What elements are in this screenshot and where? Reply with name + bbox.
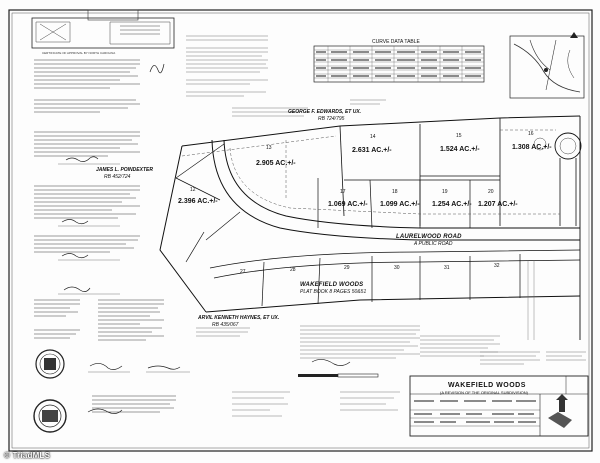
south-owner-rb: RB 435/067: [212, 322, 239, 328]
curve-table-title: CURVE DATA TABLE: [372, 39, 420, 45]
certificate-heading: CERTIFICATE OF APPROVAL BY NORTH CAROLIN…: [42, 51, 116, 55]
north-owner-rb: RB 724/795: [318, 116, 345, 122]
notary-seals: [33, 349, 67, 433]
lot-number: 32: [494, 263, 500, 269]
lot-number: 28: [290, 267, 296, 273]
lot-number: 17: [340, 189, 346, 195]
acreage-lot-16: 1.308 AC.+/-: [512, 144, 552, 151]
watermark: © TriadMLS: [4, 451, 51, 460]
left-certificates: [34, 59, 176, 413]
plat-notes: [186, 35, 386, 117]
certificate-box-detail: [35, 21, 171, 45]
lot-number: 19: [442, 189, 448, 195]
acreage-lot-14: 2.631 AC.+/-: [352, 147, 392, 154]
lot-number: 15: [456, 133, 462, 139]
signatures: [61, 63, 181, 414]
north-owner-label: GEORGE F. EDWARDS, ET UX.: [288, 109, 362, 115]
lot-number: 30: [394, 265, 400, 271]
lot-number: 18: [392, 189, 398, 195]
curve-data-table: [313, 45, 485, 83]
easements: [181, 129, 560, 215]
lot-number: 12: [190, 187, 196, 193]
south-owner-label: ARVIL KENNETH HAYNES, ET UX.: [198, 315, 280, 321]
lot-number: 16: [528, 131, 534, 137]
east-road-strip: [527, 260, 535, 340]
acreage-lot-19: 1.254 AC.+/-: [432, 201, 472, 208]
acreage-lot-20: 1.207 AC.+/-: [478, 201, 518, 208]
vicinity-map: [509, 32, 585, 99]
surveyor-certificate: [480, 351, 586, 365]
title-block-name: WAKEFIELD WOODS: [448, 382, 526, 389]
cul-de-sac: [533, 132, 582, 226]
sheet-inner-border: [11, 12, 590, 449]
road-type-label: A PUBLIC ROAD: [414, 241, 453, 247]
lot-number: 29: [344, 265, 350, 271]
title-block-subtitle: (A REVISION OF THE ORIGINAL SUBDIVISION): [440, 390, 529, 395]
acreage-lot-15: 1.524 AC.+/-: [440, 146, 480, 153]
lot-number: 31: [444, 265, 450, 271]
lot-number: 20: [488, 189, 494, 195]
road-name-label: LAURELWOOD ROAD: [396, 234, 462, 240]
acreage-lot-13: 2.905 AC.+/-: [256, 160, 296, 167]
lot-number: 27: [240, 269, 246, 275]
plat-book-label: PLAT BOOK 8 PAGES 50&51: [300, 289, 367, 295]
acreage-lot-17: 1.069 AC.+/-: [328, 201, 368, 208]
west-owner-rb: RB 452/724: [104, 174, 131, 180]
plat-reference-label: WAKEFIELD WOODS: [300, 282, 364, 288]
acreage-lot-12: 2.396 AC.+/-: [178, 198, 218, 205]
sheet-border: [8, 9, 593, 452]
certificate-box: [31, 17, 175, 49]
lot-number: 13: [266, 145, 272, 151]
acreage-lot-18: 1.099 AC.+/-: [380, 201, 420, 208]
parcel-boundaries: [159, 115, 581, 340]
legend-area: [196, 325, 500, 417]
lot-number: 14: [370, 134, 376, 140]
signature-lines: [58, 163, 190, 373]
vicinity-label-box: [87, 9, 139, 21]
title-block: [409, 375, 589, 437]
west-owner-label: JAMES L. POINDEXTER: [96, 167, 153, 173]
